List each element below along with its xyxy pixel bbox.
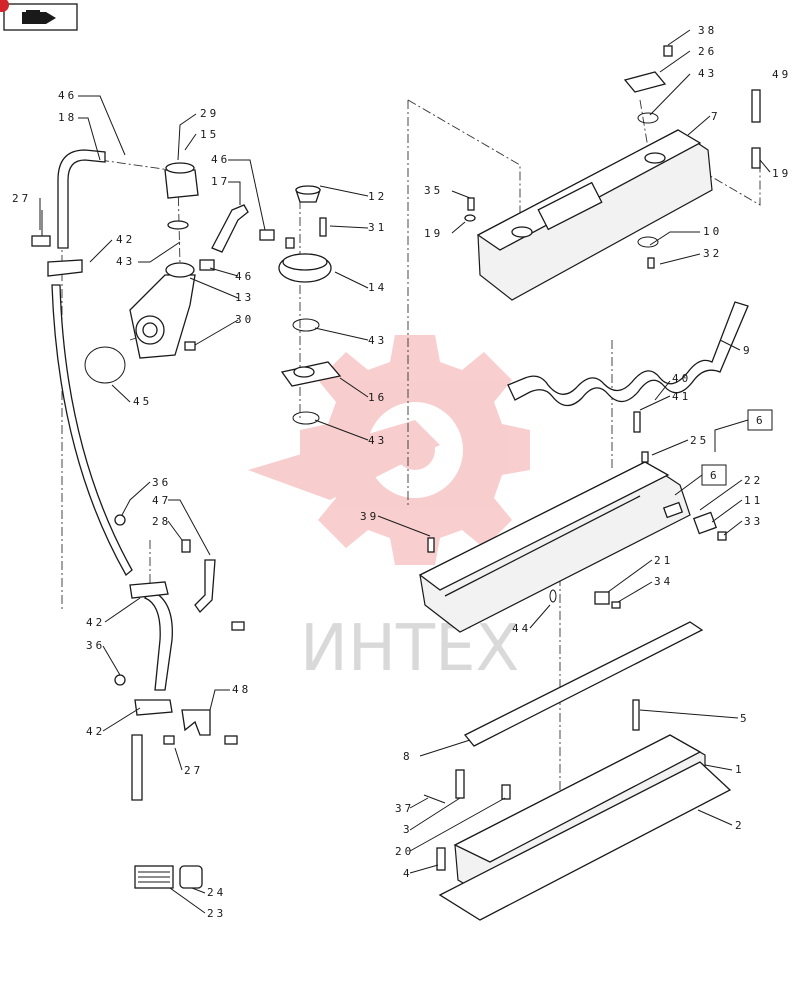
callout-24: 24 [207, 886, 226, 899]
callout-32: 32 [703, 247, 722, 260]
callout-31: 31 [368, 221, 387, 234]
callout-42: 42 [86, 725, 105, 738]
callout-19: 19 [772, 167, 791, 180]
callout-44: 44 [512, 622, 531, 635]
callout-12: 12 [368, 190, 387, 203]
callout-23: 23 [207, 907, 226, 920]
callout-29: 29 [200, 107, 219, 120]
callout-26: 26 [698, 45, 717, 58]
callout-35: 35 [424, 184, 443, 197]
callout-47: 47 [152, 494, 171, 507]
breather-parts [278, 185, 342, 425]
callout-43: 43 [698, 67, 717, 80]
callout-9: 9 [743, 344, 753, 357]
callout-4: 4 [403, 867, 413, 880]
callout-46: 46 [211, 153, 230, 166]
head-gasket-upper [463, 621, 704, 747]
leader-lines [39, 29, 771, 914]
callout-42: 42 [116, 233, 135, 246]
callout-37: 37 [395, 802, 414, 815]
rocker-housing [418, 411, 727, 633]
callout-27: 27 [12, 192, 31, 205]
callout-20: 20 [395, 845, 414, 858]
callout-13: 13 [235, 291, 254, 304]
callout-19: 19 [424, 227, 443, 240]
callout-43: 43 [368, 334, 387, 347]
callout-39: 39 [360, 510, 379, 523]
callout-22: 22 [744, 474, 763, 487]
callout-27: 27 [184, 764, 203, 777]
callout-41: 41 [672, 390, 691, 403]
callout-34: 34 [654, 575, 673, 588]
ref-box-6-upper[interactable]: 6 [714, 409, 773, 452]
callout-labels: 38 26 43 49 7 19 46 18 29 15 46 17 12 35… [12, 24, 791, 920]
watermark-logo [248, 335, 530, 565]
callout-2: 2 [735, 819, 745, 832]
callout-15: 15 [200, 128, 219, 141]
callout-21: 21 [654, 554, 673, 567]
callout-30: 30 [235, 313, 254, 326]
thermostat-housing [84, 162, 275, 384]
callout-16: 16 [368, 391, 387, 404]
callout-43: 43 [368, 434, 387, 447]
decals [134, 865, 203, 889]
valve-cover [464, 45, 761, 301]
callout-49: 49 [772, 68, 791, 81]
coolant-hose-assembly [31, 149, 245, 801]
callout-1: 1 [735, 763, 745, 776]
svg-text:6: 6 [710, 469, 720, 482]
callout-48: 48 [232, 683, 251, 696]
callout-7: 7 [711, 110, 721, 123]
callout-3: 3 [403, 823, 413, 836]
svg-text:6: 6 [756, 414, 766, 427]
callout-10: 10 [703, 225, 722, 238]
book-arrow-icon[interactable] [0, 0, 78, 31]
callout-33: 33 [744, 515, 763, 528]
callout-8: 8 [403, 750, 413, 763]
valve-cover-gasket [507, 301, 749, 407]
callout-38: 38 [698, 24, 717, 37]
callout-42: 42 [86, 616, 105, 629]
callout-14: 14 [368, 281, 387, 294]
ref-box-6-lower[interactable]: 6 [674, 464, 727, 496]
callout-45: 45 [133, 395, 152, 408]
callout-28: 28 [152, 515, 171, 528]
callout-43: 43 [116, 255, 135, 268]
callout-36: 36 [152, 476, 171, 489]
callout-18: 18 [58, 111, 77, 124]
callout-11: 11 [744, 494, 763, 507]
callout-17: 17 [211, 175, 230, 188]
callout-46: 46 [235, 270, 254, 283]
callout-40: 40 [672, 372, 691, 385]
cylinder-head [423, 699, 732, 921]
callout-5: 5 [740, 712, 750, 725]
watermark-text: ИНТЕХ [300, 612, 519, 686]
callout-46: 46 [58, 89, 77, 102]
callout-36: 36 [86, 639, 105, 652]
callout-25: 25 [690, 434, 709, 447]
